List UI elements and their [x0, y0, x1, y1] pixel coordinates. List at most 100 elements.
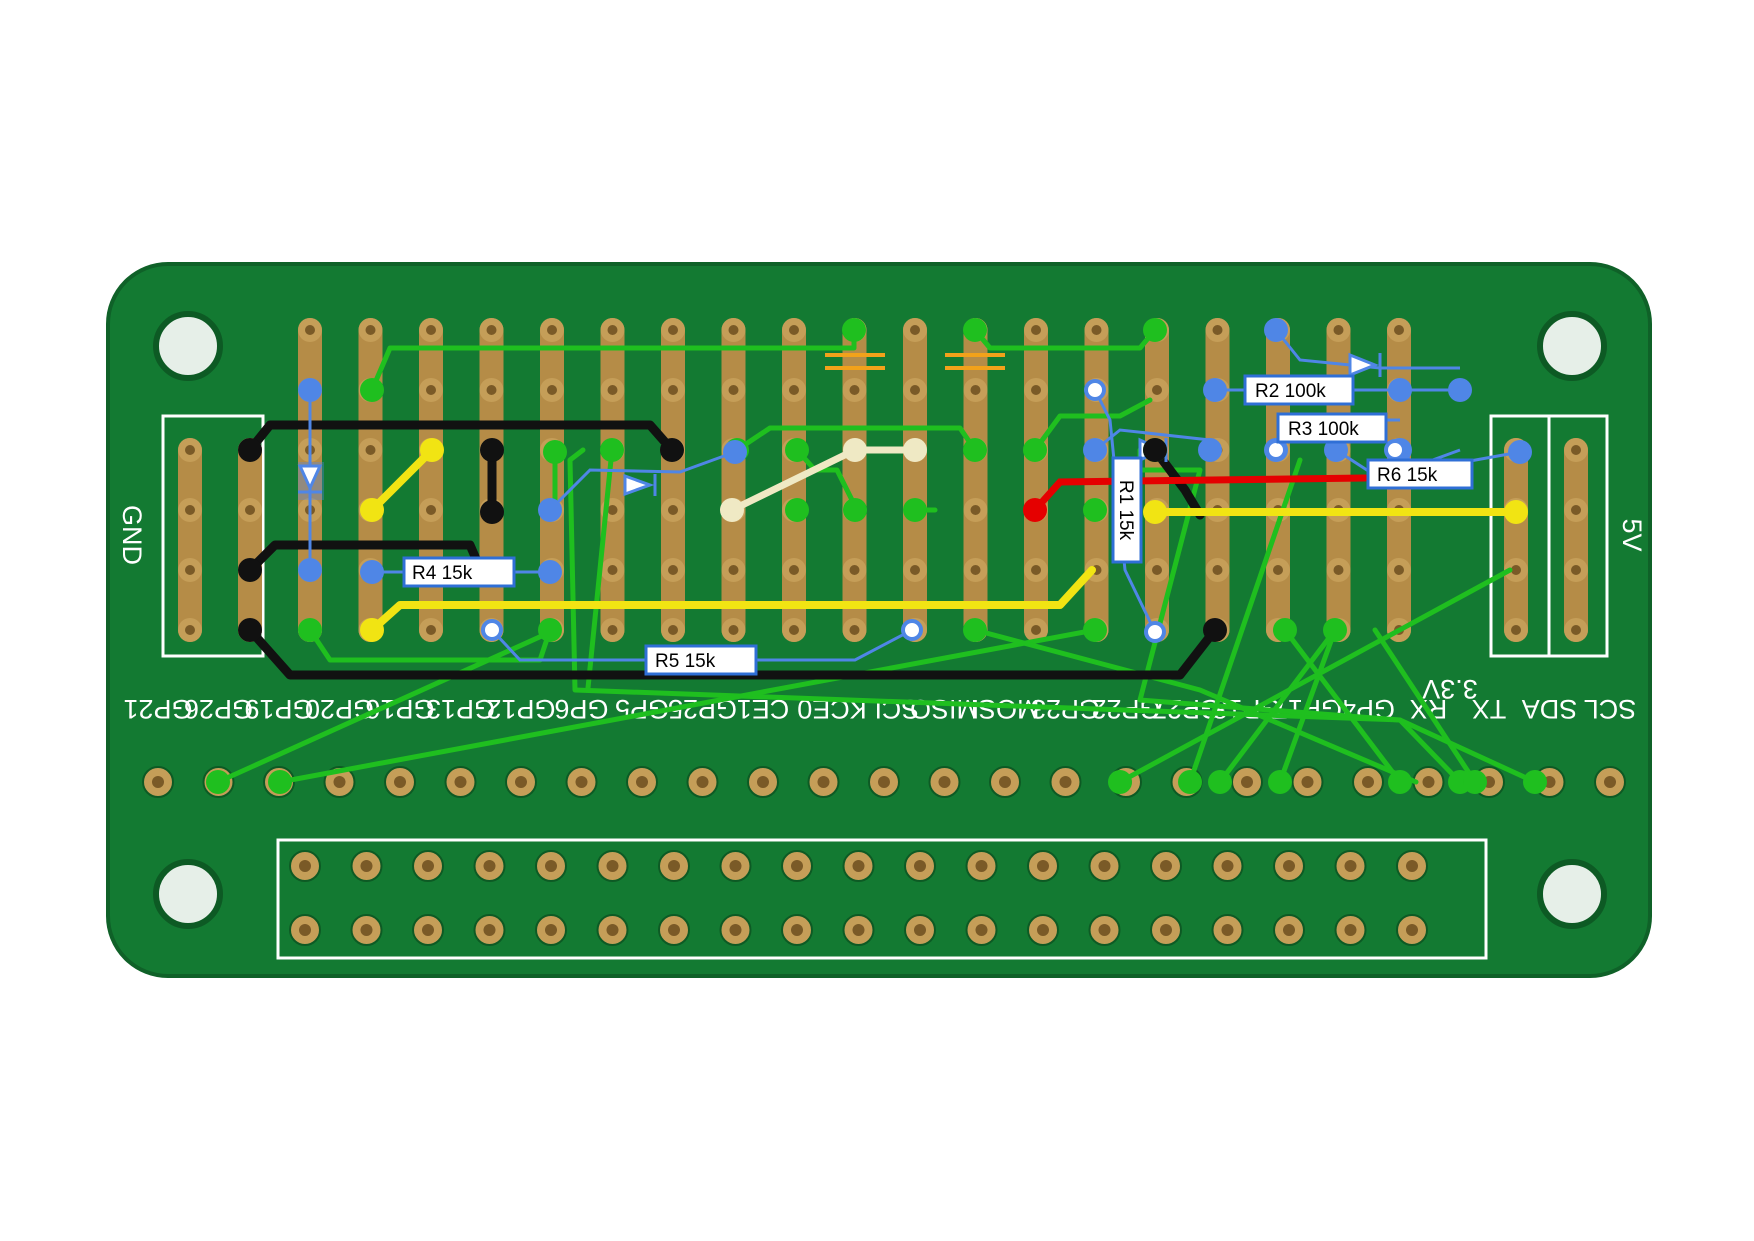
pad-hole	[1362, 776, 1374, 788]
wire-endpoint	[600, 438, 624, 462]
header-label: GP21	[123, 694, 192, 724]
pad-hole	[606, 924, 619, 936]
wire-endpoint	[1268, 770, 1292, 794]
pad-hole	[970, 505, 981, 515]
wire-endpoint	[1083, 618, 1107, 642]
pad-hole	[636, 776, 648, 788]
wire-endpoint	[842, 318, 866, 342]
wire-endpoint	[538, 618, 562, 642]
resistor-r6-label: R6 15k	[1377, 465, 1438, 486]
wire-endpoint	[720, 498, 744, 522]
pad-hole	[486, 385, 497, 395]
wire-endpoint	[1523, 770, 1547, 794]
pad-hole	[975, 860, 988, 872]
header-label: GP6	[554, 694, 608, 724]
wire-endpoint	[480, 500, 504, 524]
wire-endpoint	[1083, 438, 1107, 462]
copper-strip	[1024, 318, 1048, 642]
mounting-holes	[153, 311, 1607, 929]
pad-hole	[422, 860, 434, 872]
wire-endpoint	[1198, 438, 1222, 462]
yellow-wires	[368, 446, 1520, 634]
pad-hole	[1301, 776, 1314, 788]
header-label: GP13	[426, 694, 495, 724]
resistor-r2-label: R2 100k	[1255, 381, 1326, 402]
wire-endpoint	[1388, 378, 1412, 402]
resistor-r4-label: R4 15k	[412, 563, 473, 584]
pad-hole	[970, 565, 981, 575]
wire-endpoint	[1265, 439, 1287, 461]
wire-endpoint	[1508, 440, 1532, 464]
pad-hole	[1098, 860, 1111, 872]
wire-endpoint	[1203, 378, 1227, 402]
pad-hole	[1422, 776, 1435, 788]
wire-endpoint	[1463, 770, 1487, 794]
header-label: SDA	[1522, 694, 1578, 724]
pad-hole	[486, 325, 497, 335]
header-label: MISO	[910, 694, 979, 724]
pad-hole	[1571, 445, 1581, 455]
wire-endpoint	[420, 438, 444, 462]
power-3v3-label: 3.3V	[1422, 674, 1478, 704]
pad-hole	[757, 776, 769, 788]
pad-hole	[1333, 325, 1344, 335]
rail-strip	[1504, 438, 1528, 642]
pad-hole	[426, 505, 436, 515]
pad-hole	[547, 325, 557, 335]
five-volt-rail-label: 5V	[1617, 518, 1647, 551]
pad-hole	[607, 505, 618, 515]
pad-hole	[668, 565, 678, 575]
gnd-rail-label: GND	[117, 505, 147, 565]
wire-endpoint	[538, 498, 562, 522]
pad-hole	[365, 325, 376, 335]
copper-strip	[721, 318, 746, 642]
pad-hole	[360, 924, 373, 936]
header-label: GP26	[184, 694, 253, 724]
pad-hole	[1031, 325, 1041, 335]
pad-hole	[1160, 924, 1172, 936]
red-wire	[1031, 474, 1369, 514]
wire-endpoint	[206, 770, 230, 794]
diode-d1	[297, 462, 324, 500]
wire-endpoint	[1208, 770, 1232, 794]
wire-endpoint	[963, 618, 987, 642]
pad-hole	[1221, 860, 1234, 872]
resistor-r5: R5 15k	[644, 644, 758, 676]
pad-hole	[668, 924, 680, 936]
rail-strip	[238, 438, 262, 642]
capacitor-c2	[945, 353, 1005, 370]
wire-endpoint	[1108, 770, 1132, 794]
pad-hole	[789, 325, 799, 335]
pad-hole	[483, 860, 496, 872]
header-label: GP19	[244, 694, 313, 724]
pad-hole	[606, 860, 619, 872]
pad-hole	[1031, 625, 1041, 635]
pad-hole	[1344, 860, 1357, 872]
wire-endpoint	[1178, 770, 1202, 794]
pad-hole	[152, 776, 164, 788]
wire-endpoint	[1448, 378, 1472, 402]
pad-hole	[426, 325, 436, 335]
pad-hole	[914, 924, 926, 936]
pad-hole	[970, 385, 981, 395]
pad-hole	[668, 860, 680, 872]
pad-hole	[545, 924, 557, 936]
wire-endpoint	[1143, 438, 1167, 462]
pad-hole	[1394, 565, 1404, 575]
pad-hole	[1571, 565, 1581, 575]
pad-hole	[728, 625, 739, 635]
pad-hole	[914, 860, 926, 872]
pad-hole	[1273, 565, 1283, 575]
pad-hole	[1212, 565, 1223, 575]
pad-hole	[728, 565, 739, 575]
pad-hole	[668, 325, 678, 335]
pad-hole	[1571, 505, 1581, 515]
pad-hole	[299, 924, 311, 936]
pad-hole	[1152, 385, 1162, 395]
pad-hole	[789, 565, 799, 575]
pad-hole	[668, 385, 678, 395]
pad-hole	[185, 565, 195, 575]
wire-endpoint	[298, 558, 322, 582]
pad-hole	[999, 776, 1011, 788]
